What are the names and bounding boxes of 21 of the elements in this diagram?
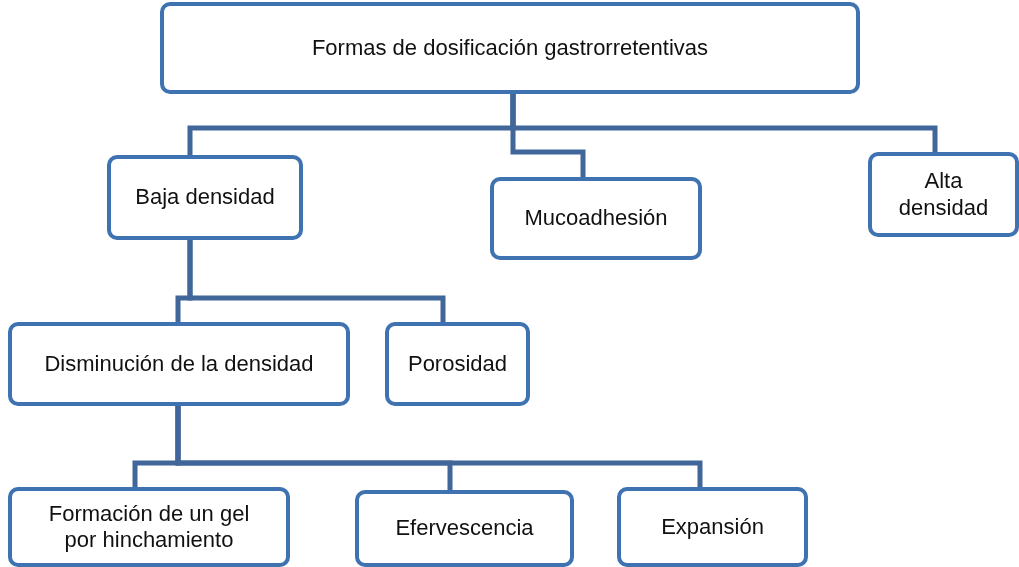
connector-line bbox=[175, 406, 703, 487]
box-label: Expansión bbox=[661, 513, 764, 541]
box-label: Alta densidad bbox=[897, 168, 990, 221]
concept-box bbox=[617, 487, 808, 567]
box-label: Formación de un gel por hinchamiento bbox=[47, 500, 251, 554]
concept-box bbox=[385, 322, 530, 406]
concept-box bbox=[490, 177, 702, 260]
box-label: Baja densidad bbox=[135, 184, 275, 211]
concept-box bbox=[868, 152, 1019, 237]
box-label: Porosidad bbox=[407, 350, 508, 378]
concept-box bbox=[8, 487, 290, 567]
box-label: Efervescencia bbox=[395, 515, 534, 542]
box-label: Mucoadhesión bbox=[524, 205, 668, 232]
connector-line bbox=[187, 240, 446, 322]
concept-box bbox=[8, 322, 350, 406]
concept-box bbox=[160, 2, 860, 94]
concept-box bbox=[355, 490, 574, 567]
connector-line bbox=[510, 94, 938, 152]
concept-box bbox=[107, 155, 303, 240]
box-label: Disminución de la densidad bbox=[44, 350, 314, 378]
box-label: Formas de dosificación gastrorretentivas bbox=[311, 34, 709, 62]
